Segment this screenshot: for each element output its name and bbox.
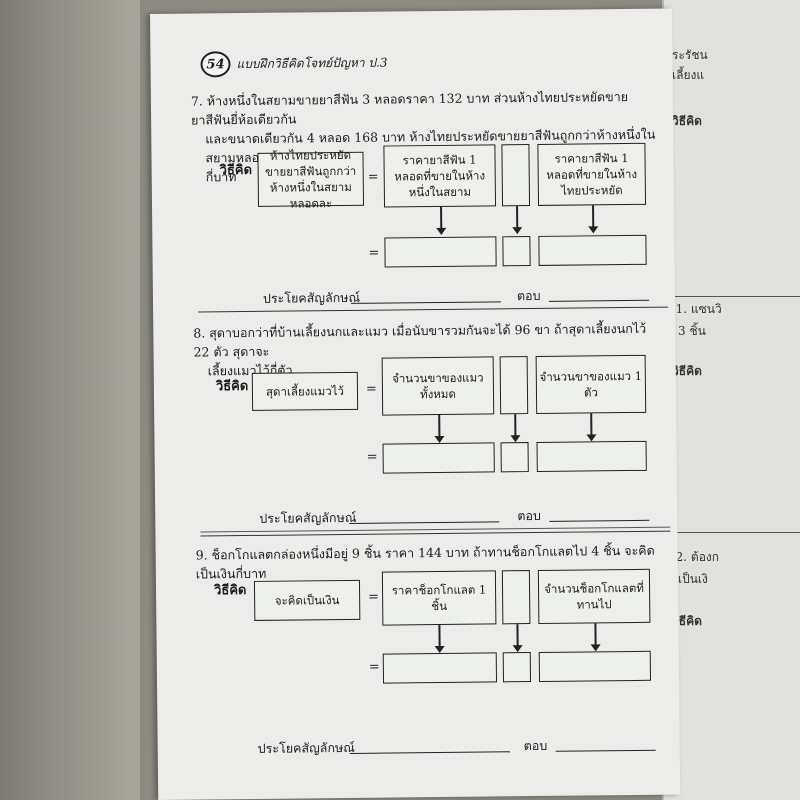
equals-sign: =: [365, 381, 377, 397]
next-page-thinking: วิธีคิด: [672, 114, 702, 128]
sentence-line[interactable]: [351, 301, 502, 304]
sentence-line[interactable]: [349, 751, 510, 754]
sentence-line[interactable]: [349, 521, 500, 524]
symbolic-sentence-label: ประโยคสัญลักษณ์: [262, 289, 361, 306]
equals-sign: =: [367, 169, 379, 185]
target-box: ห้างไทยประหยัดขายยาสีฟันถูกกว่าห้างหนึ่ง…: [257, 148, 365, 211]
page-number-badge: 54: [200, 51, 231, 78]
operand-box-b: จำนวนช็อกโกแลตที่ทานไป: [537, 568, 651, 624]
next-page-text: 11. แซนวิ: [668, 302, 722, 316]
page-header: 54 แบบฝึกวิธีคิดโจทย์ปัญหา ป.3: [200, 50, 388, 78]
arrow-down: [594, 623, 597, 646]
next-page-text: 12. ต้องก: [668, 550, 720, 564]
answer-box-b[interactable]: [538, 650, 652, 682]
thinking-label: วิธีคิด: [215, 378, 249, 395]
answer-label: ตอบ: [523, 737, 548, 754]
next-page-thinking: วิธีคิด: [672, 364, 702, 378]
target-box: จะคิดเป็นเงิน: [253, 579, 361, 621]
answer-label: ตอบ: [517, 507, 541, 524]
question-line: 7. ห้างหนึ่งในสยามขายยาสีฟัน 3 หลอดราคา …: [190, 88, 629, 128]
symbolic-sentence-label: ประโยคสัญลักษณ์: [259, 509, 357, 526]
answer-operator-box[interactable]: [502, 236, 531, 267]
next-page-thinking: วิธีคิด: [672, 614, 702, 628]
arrow-down: [440, 206, 442, 229]
arrow-down: [516, 206, 518, 229]
next-page-edge: ระรัชน เลี้ยงแ วิธีคิด 11. แซนวิ 3 ชิ้น …: [662, 0, 800, 800]
arrow-down: [590, 413, 592, 436]
operand-box-a: ราคายาสีฟัน 1 หลอดที่ขายในห้างหนึ่งในสยา…: [383, 144, 497, 208]
answer-operator-box[interactable]: [502, 652, 532, 683]
operand-box-b: ราคายาสีฟัน 1 หลอดที่ขายในห้างไทยประหยัด: [537, 142, 647, 206]
equals-sign: =: [368, 245, 380, 261]
equals-sign: =: [368, 589, 380, 605]
table-surface: [0, 0, 140, 800]
thinking-label: วิธีคิด: [213, 583, 247, 599]
answer-line[interactable]: [549, 299, 650, 302]
operator-box[interactable]: [501, 144, 531, 207]
answer-line[interactable]: [555, 749, 656, 752]
arrow-down: [592, 205, 594, 228]
next-page-text: เป็นเงิ: [678, 572, 708, 586]
answer-label: ตอบ: [516, 287, 541, 304]
next-page-text: 3 ชิ้น: [678, 324, 706, 338]
answer-operator-box[interactable]: [500, 442, 529, 473]
equals-sign: =: [366, 449, 378, 465]
arrow-down: [438, 414, 440, 438]
worksheet-page: 54 แบบฝึกวิธีคิดโจทย์ปัญหา ป.3 7. ห้างหน…: [150, 8, 681, 800]
answer-box-b[interactable]: [538, 234, 647, 266]
operand-box-a: ราคาช็อกโกแลต 1 ชิ้น: [381, 570, 497, 626]
thinking-label: วิธีคิด: [219, 162, 253, 179]
answer-line[interactable]: [549, 519, 650, 522]
symbolic-sentence-label: ประโยคสัญลักษณ์: [257, 739, 355, 756]
next-page-divider: [664, 532, 800, 533]
operator-box[interactable]: [501, 570, 531, 625]
target-box: สุดาเลี้ยงแมวไว้: [251, 371, 359, 411]
equals-sign: =: [368, 659, 380, 675]
next-page-text: ระรัชน: [672, 48, 708, 62]
arrow-down: [514, 414, 516, 437]
next-page-text: เลี้ยงแ: [672, 68, 705, 82]
answer-box-b[interactable]: [536, 440, 647, 472]
answer-box-a[interactable]: [384, 236, 497, 268]
arrow-down: [438, 624, 441, 648]
book-title: แบบฝึกวิธีคิดโจทย์ปัญหา ป.3: [236, 55, 388, 71]
operator-box[interactable]: [499, 356, 529, 415]
operand-box-a: จำนวนขาของแมวทั้งหมด: [381, 356, 495, 416]
answer-box-a[interactable]: [382, 442, 495, 474]
next-page-divider: [664, 296, 800, 297]
arrow-down: [516, 624, 519, 647]
answer-box-a[interactable]: [382, 652, 498, 684]
operand-box-b: จำนวนขาของแมว 1 ตัว: [535, 354, 647, 414]
